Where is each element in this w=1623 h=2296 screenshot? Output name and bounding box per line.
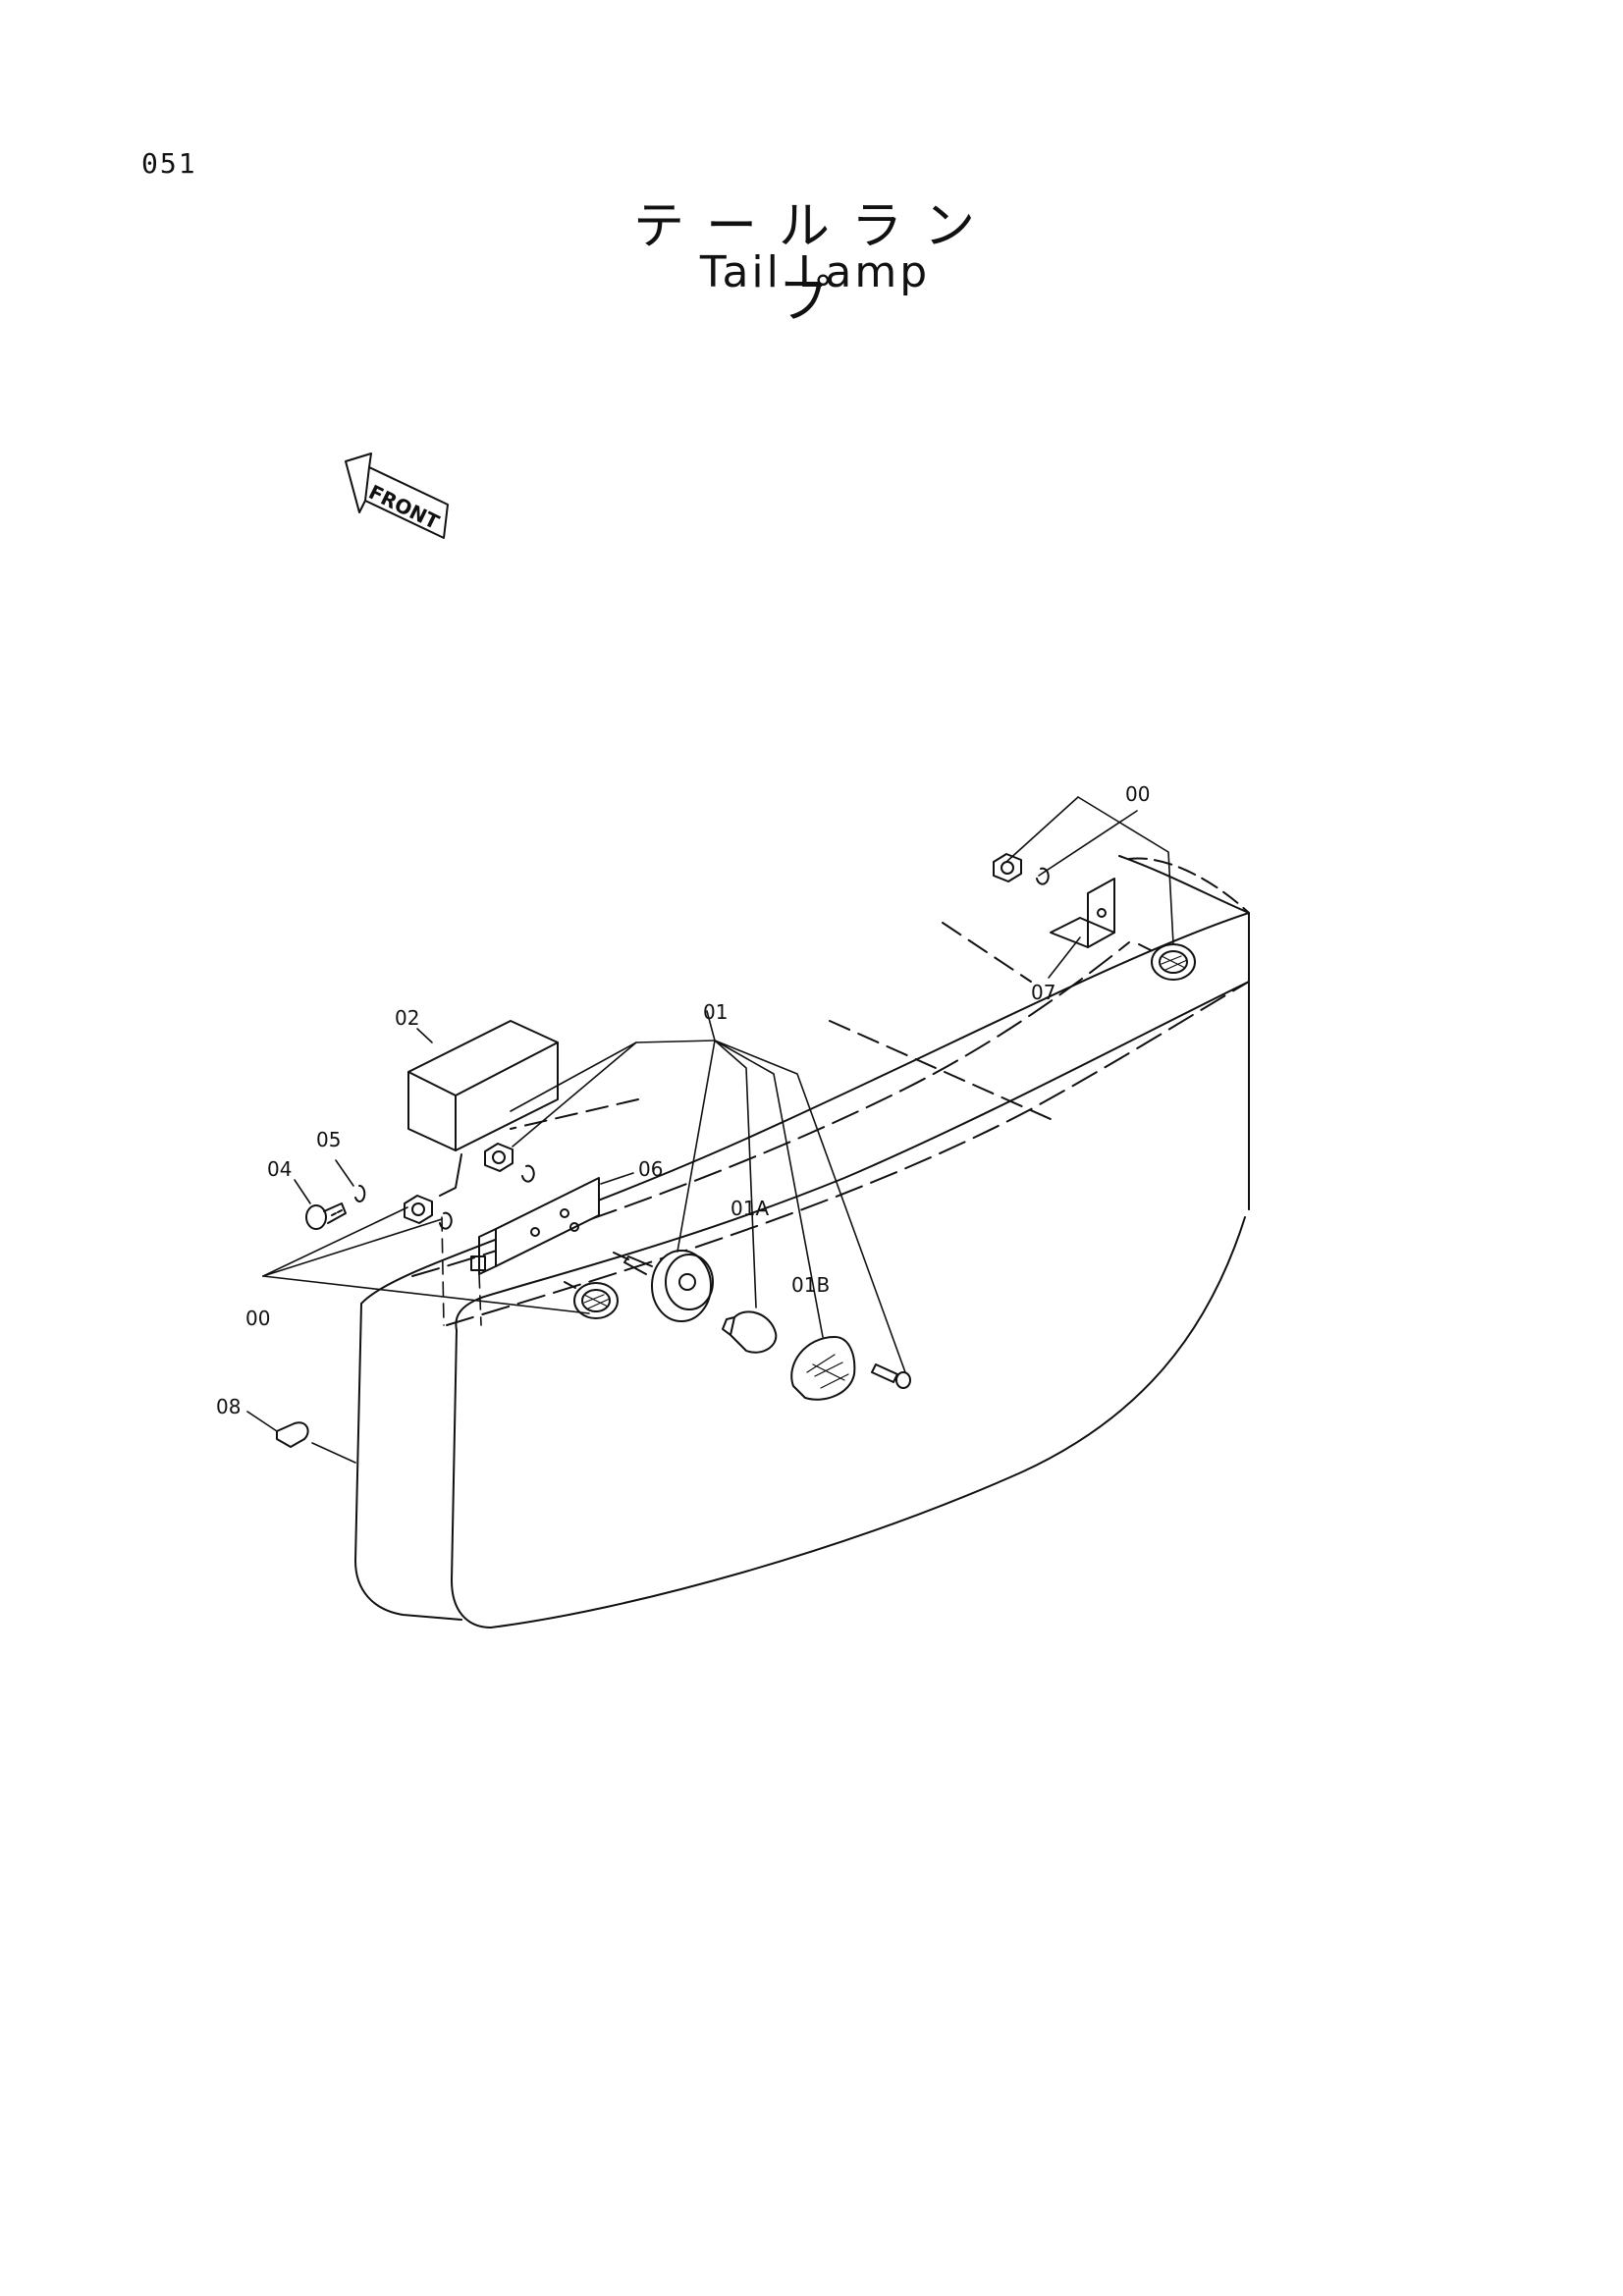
callout-01B: 01B <box>791 1273 830 1297</box>
lamp-bracket-part-06 <box>470 1177 600 1275</box>
reflector-right <box>1138 943 1196 981</box>
lamp-housing-part-01 <box>613 1250 714 1322</box>
reflector-left <box>564 1281 619 1319</box>
callout-07: 07 <box>1031 981 1055 1004</box>
callout-00-left: 00 <box>245 1307 270 1330</box>
leader-lines <box>246 796 1174 1464</box>
callout-01A: 01A <box>730 1197 769 1220</box>
callout-06: 06 <box>638 1157 663 1181</box>
callout-01: 01 <box>703 1000 728 1024</box>
bulb-part-01A <box>722 1310 778 1354</box>
washer-part-05 <box>354 1185 366 1202</box>
callout-02: 02 <box>395 1006 419 1030</box>
callout-05: 05 <box>316 1128 341 1151</box>
clip-part-08 <box>276 1421 309 1448</box>
front-arrow-icon <box>345 453 449 539</box>
callout-04: 04 <box>267 1157 292 1181</box>
callout-08: 08 <box>216 1395 241 1418</box>
title-japanese: テールランプ <box>632 197 997 330</box>
page-number: 051 <box>141 147 197 180</box>
counterweight-body <box>354 855 1250 1629</box>
title-english: Tail Lamp <box>699 247 931 297</box>
bolt-part-04 <box>305 1202 347 1230</box>
lamp-cover-part-02 <box>407 1020 559 1197</box>
lamp-bracket-part-07 <box>1050 878 1115 948</box>
screw-icon <box>871 1363 911 1389</box>
lens-part-01B <box>790 1336 856 1401</box>
callout-00-top: 00 <box>1125 782 1150 806</box>
